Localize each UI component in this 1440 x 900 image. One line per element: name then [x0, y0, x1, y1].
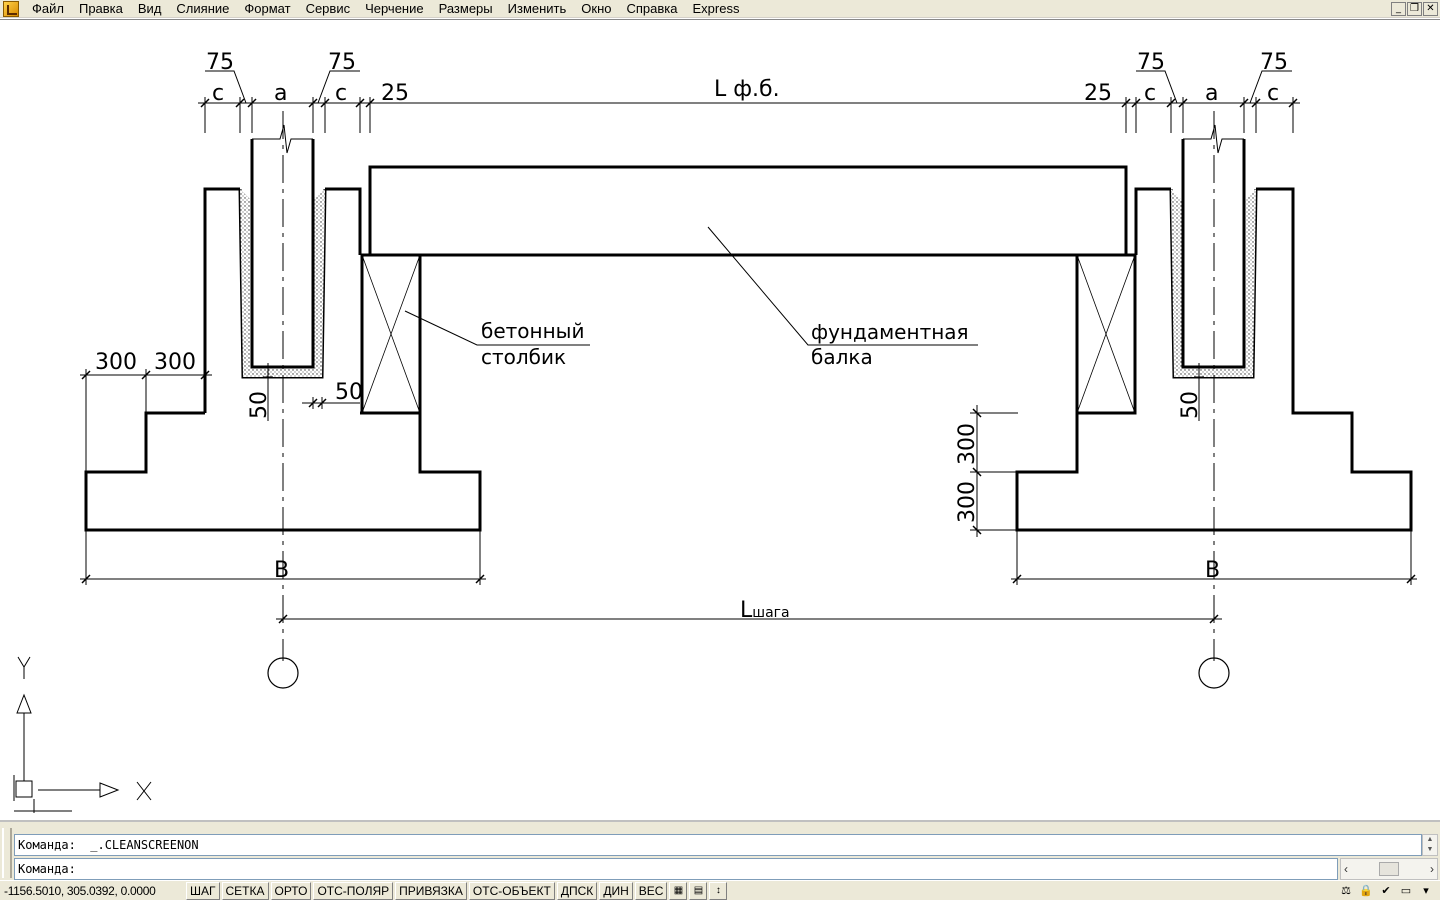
left-foundation	[84, 111, 482, 661]
ucs-icon	[13, 656, 152, 813]
menu-file[interactable]: Файл	[32, 0, 64, 16]
dim-c-left-a: c	[212, 81, 224, 106]
drawing-svg[interactable]: 75 75 c a c 25 L ф.б. 25 c a c 75 75	[0, 20, 1440, 821]
dim-lfb: L ф.б.	[714, 77, 780, 102]
foundation-beam	[368, 165, 1128, 257]
layout-icon[interactable]: ▤	[689, 881, 708, 900]
window-controls: _ ❐ ✕	[1391, 1, 1438, 16]
label-beam-1: фундаментная	[811, 320, 969, 344]
command-history-line: Команда: _.CLEANSCREENON	[14, 834, 1422, 856]
dim-75-left-a: 75	[206, 50, 234, 75]
status-ducs-button[interactable]: ДПСК	[556, 881, 598, 900]
dim-300-left-b: 300	[154, 350, 196, 375]
status-grid-button[interactable]: СЕТКА	[221, 881, 269, 900]
command-window-grip[interactable]	[2, 828, 12, 878]
top-dimensions	[198, 70, 1300, 133]
status-ortho-button[interactable]: ОРТО	[270, 881, 312, 900]
bottom-dimensions	[80, 530, 1417, 689]
dim-300-left-a: 300	[95, 350, 137, 375]
command-hscroll[interactable]: ‹ ›	[1340, 858, 1438, 880]
dim-50-right-v: 50	[1178, 391, 1203, 419]
label-beam-2: балка	[811, 345, 873, 369]
status-dyn-button[interactable]: ДИН	[599, 881, 633, 900]
status-polar-button[interactable]: ОТС-ПОЛЯР	[313, 881, 394, 900]
dim-c-right-a: c	[1144, 81, 1156, 106]
dim-300-right-b: 300	[955, 481, 980, 523]
status-lwt-button[interactable]: ВЕС	[634, 881, 668, 900]
model-space-icon[interactable]: ▦	[669, 881, 688, 900]
dim-a-right: a	[1205, 81, 1218, 106]
menu-merge[interactable]: Слияние	[176, 0, 230, 16]
label-post-1: бетонный	[481, 319, 584, 343]
concrete-post-right	[1075, 253, 1137, 415]
dim-75-right-b: 75	[1260, 50, 1288, 75]
comm-center-icon[interactable]: ✔	[1381, 884, 1391, 897]
scroll-left-icon[interactable]: ‹	[1344, 862, 1348, 876]
dim-c-right-b: c	[1267, 81, 1279, 106]
right-foundation	[1015, 111, 1413, 661]
left-step-dimensions	[80, 363, 360, 472]
menu-modify[interactable]: Изменить	[507, 0, 567, 16]
close-icon[interactable]: ✕	[1423, 1, 1438, 16]
statusbar-menu-icon[interactable]: ↕	[709, 881, 728, 900]
restore-icon[interactable]: ❐	[1407, 1, 1422, 16]
tray-area: ⚖ 🔒 ✔ ▭ ▾	[1338, 883, 1434, 899]
app-icon[interactable]	[3, 0, 19, 17]
status-osnap-button[interactable]: ПРИВЯЗКА	[395, 881, 467, 900]
callout-leaders	[404, 226, 978, 346]
annotation-scale-icon[interactable]: ⚖	[1341, 884, 1351, 897]
menu-edit[interactable]: Правка	[78, 0, 123, 16]
command-window: Команда: _.CLEANSCREENON ▲▼ Команда: ‹ ›	[0, 820, 1440, 880]
clean-screen-icon[interactable]: ▭	[1400, 884, 1412, 897]
menu-format[interactable]: Формат	[244, 0, 291, 16]
dim-b-right: B	[1205, 558, 1220, 583]
dim-75-left-b: 75	[328, 50, 356, 75]
ucs-y-text: Y	[16, 658, 31, 683]
dim-300-right-a: 300	[955, 423, 980, 465]
status-otrack-button[interactable]: ОТС-ОБЪЕКТ	[468, 881, 555, 900]
coordinate-readout[interactable]: -1156.5010, 305.0392, 0.0000	[4, 883, 156, 898]
dim-a-left: a	[274, 81, 287, 106]
concrete-post-left	[360, 253, 422, 415]
drawing-canvas[interactable]: 75 75 c a c 25 L ф.б. 25 c a c 75 75	[0, 19, 1440, 820]
menu-express[interactable]: Express	[692, 0, 740, 16]
menu-draw[interactable]: Черчение	[365, 0, 424, 16]
minimize-icon[interactable]: _	[1391, 1, 1406, 16]
dim-lshaga: Lшага	[740, 598, 790, 623]
lock-icon[interactable]: 🔒	[1359, 884, 1373, 897]
menu-view[interactable]: Вид	[137, 0, 162, 16]
dim-b-left: B	[274, 558, 289, 583]
scroll-right-icon[interactable]: ›	[1430, 862, 1434, 876]
dim-25-left: 25	[381, 81, 409, 106]
status-bar: -1156.5010, 305.0392, 0.0000 ШАГ СЕТКА О…	[0, 880, 1440, 900]
dim-50-left-h: 50	[335, 380, 363, 405]
dim-c-left-b: c	[335, 81, 347, 106]
right-step-dimensions	[970, 363, 1204, 537]
menu-tools[interactable]: Сервис	[305, 0, 351, 16]
command-input[interactable]: Команда:	[14, 858, 1338, 880]
menu-window[interactable]: Окно	[581, 0, 612, 16]
dim-25-right: 25	[1084, 81, 1112, 106]
ucs-x-text: X	[135, 780, 150, 805]
scroll-thumb[interactable]	[1379, 862, 1399, 876]
status-snap-button[interactable]: ШАГ	[186, 881, 220, 900]
menu-help[interactable]: Справка	[626, 0, 678, 16]
menu-dimension[interactable]: Размеры	[438, 0, 493, 16]
label-post-2: столбик	[481, 345, 566, 369]
command-vscroll[interactable]: ▲▼	[1422, 834, 1438, 856]
dim-75-right-a: 75	[1137, 50, 1165, 75]
tray-menu-icon[interactable]: ▾	[1423, 884, 1429, 897]
menu-bar: Файл Правка Вид Слияние Формат Сервис Че…	[0, 0, 1440, 18]
dim-50-left-v: 50	[247, 391, 272, 419]
